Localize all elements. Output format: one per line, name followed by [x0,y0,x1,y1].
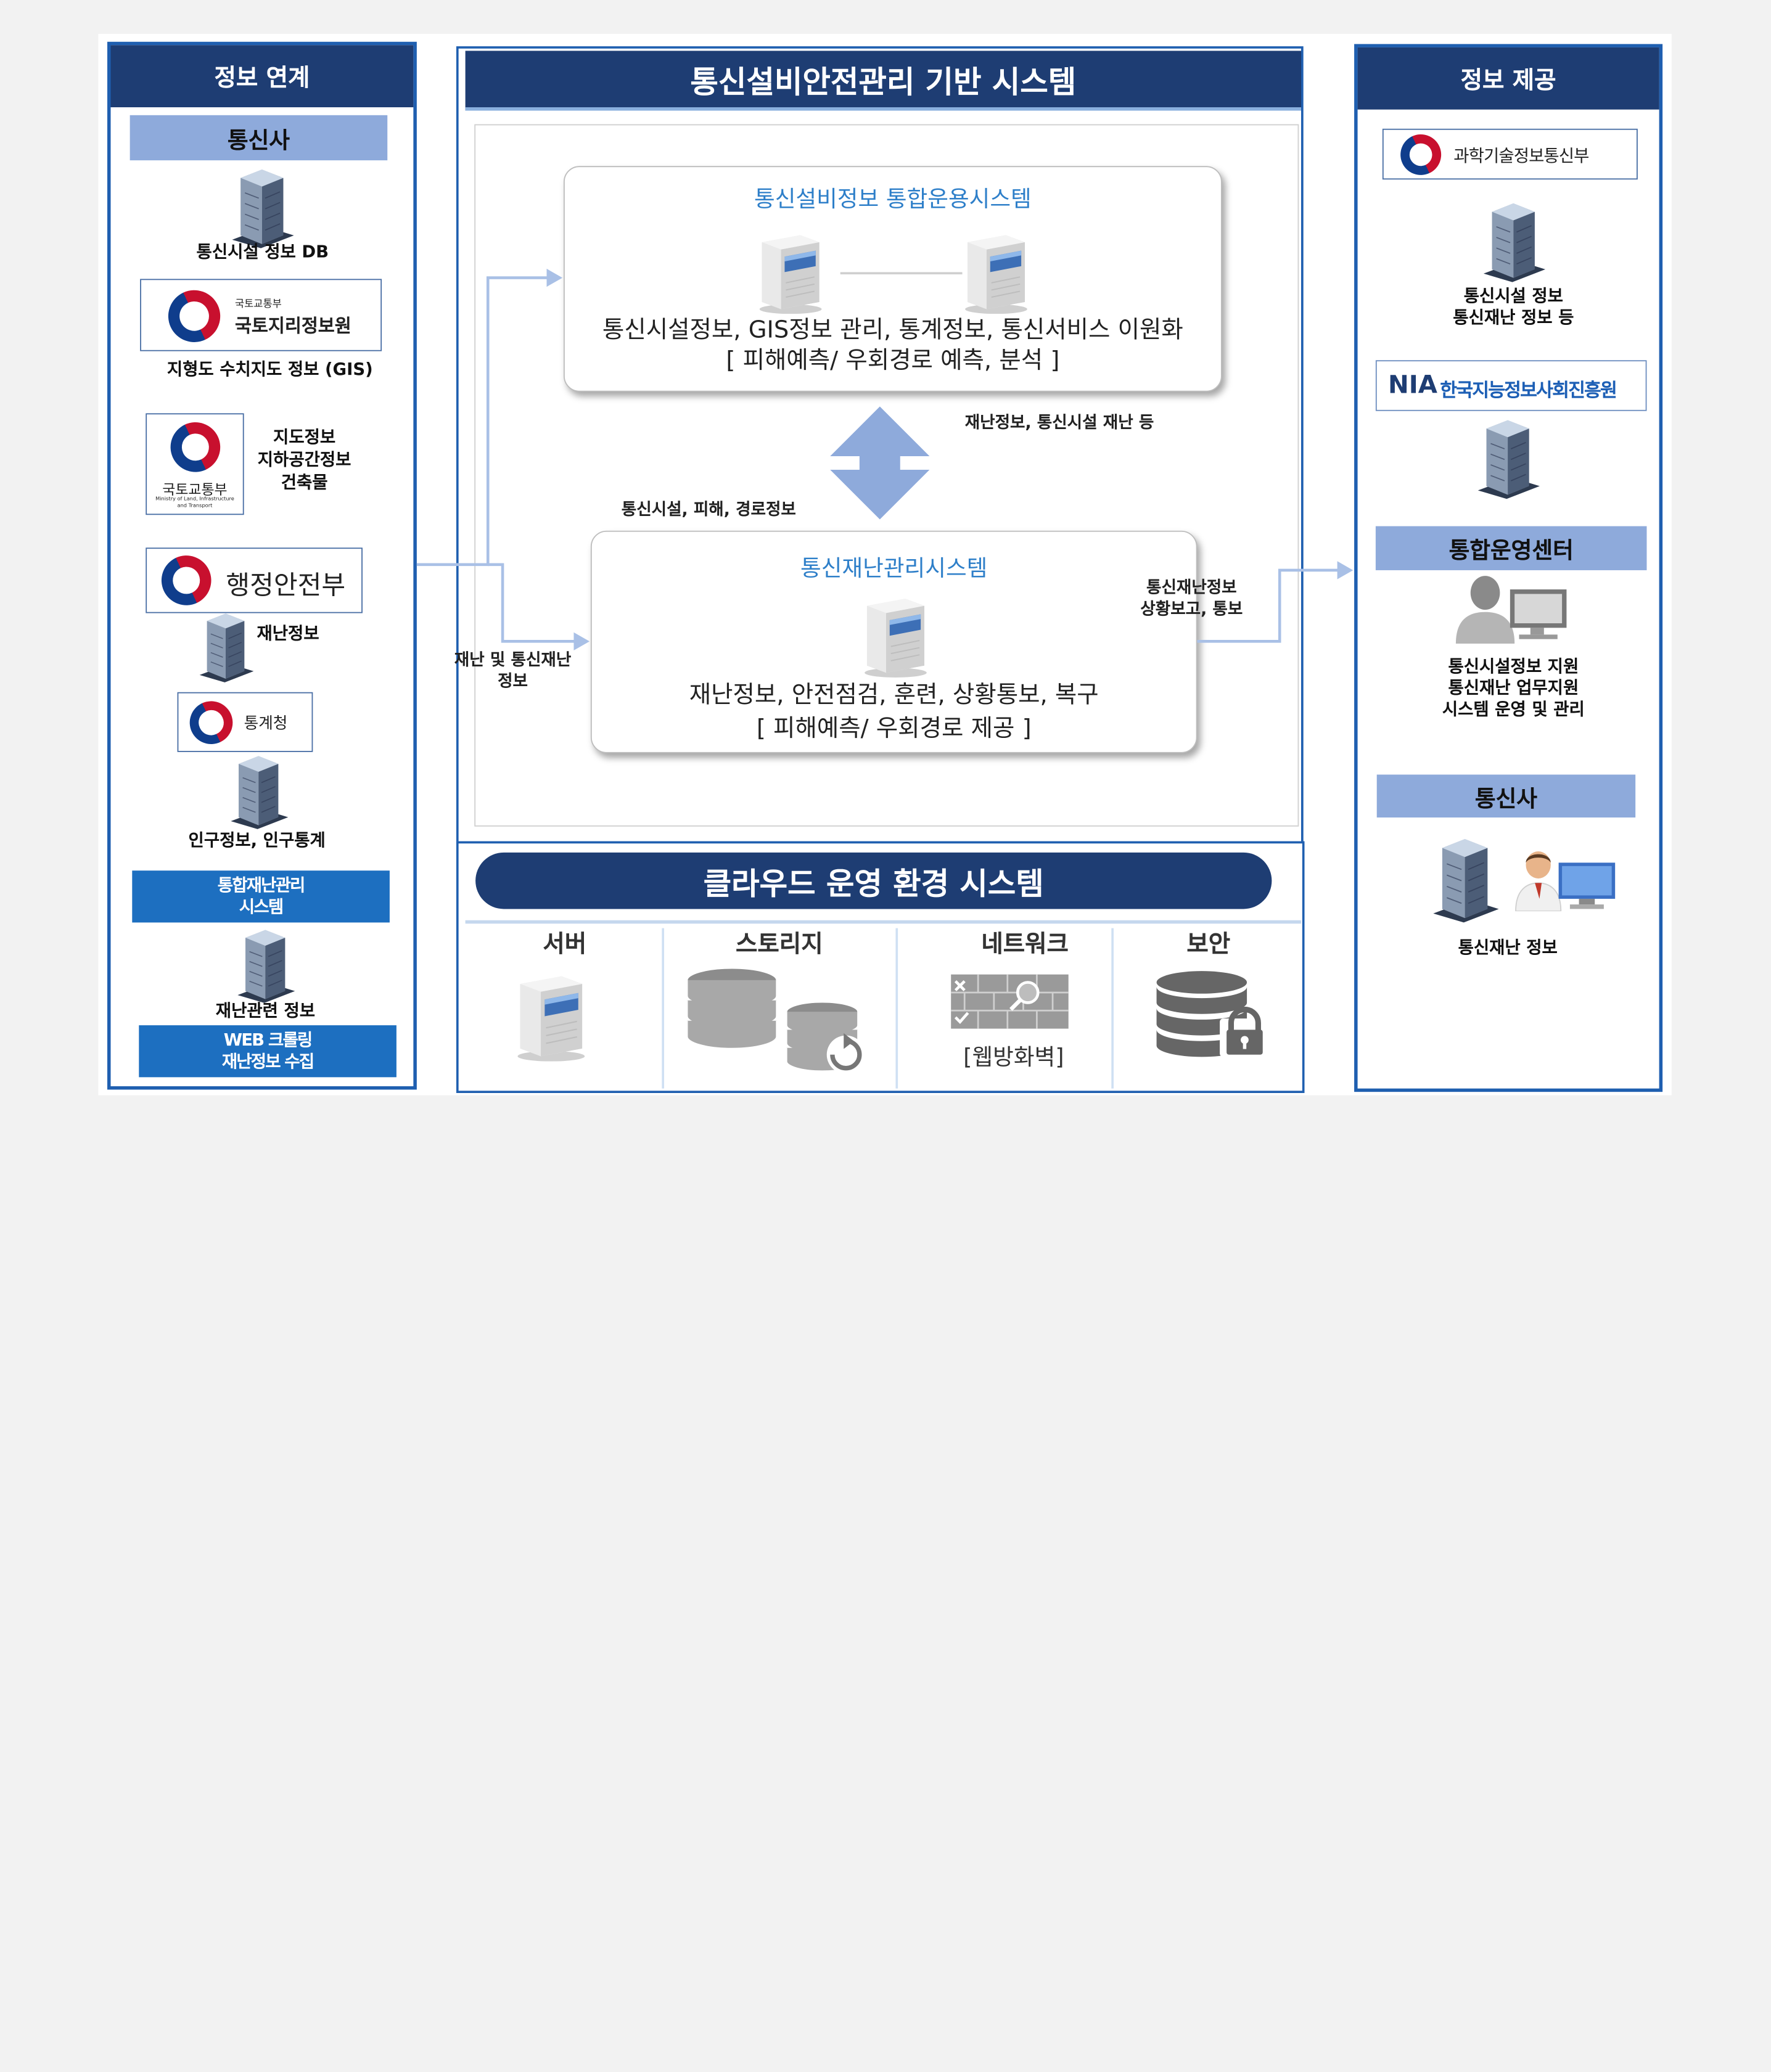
nia-abbreviation: NIA [1388,371,1437,400]
molit-name: 국토교통부 [162,481,228,498]
cloud-column-divider [1111,928,1114,1089]
network-label: 네트워크 [981,930,1069,958]
cloud-divider [465,920,1302,924]
molit-info-line: 지도정보 [273,427,336,448]
cloud-column-divider [662,928,664,1089]
building-icon [1475,199,1550,284]
kostat-name: 통계청 [244,715,288,733]
nia-name: 한국지능정보사회진흥원 [1440,379,1617,401]
secure-database-icon [1156,971,1270,1057]
ops-center-caption: 통신시설정보 지원 통신재난 업무지원 시스템 운영 및 관리 [1418,656,1609,720]
ops-system-title: 통신설비정보 통합운용시스템 [754,185,1032,213]
telecom-disaster-caption: 통신재난 정보 [1458,937,1558,958]
disaster-output-line: 상황보고, 통보 [1140,600,1243,619]
web-crawling-bar: WEB 크롤링 재난정보 수집 [139,1025,397,1078]
server-icon [508,971,594,1062]
disaster-system-line: 통합재난관리 [217,875,306,896]
server-link-line [840,272,963,275]
msit-name: 과학기술정보통신부 [1453,145,1589,166]
cloud-title: 클라우드 운영 환경 시스템 [475,852,1272,909]
ops-system-subtext: [ 피해예측/ 우회경로 예측, 분석 ] [726,346,1060,374]
disaster-system-line: 시스템 [239,896,284,917]
web-firewall-label: [웹방화벽] [963,1043,1064,1071]
disaster-info-note: 재난정보, 통신시설 재난 등 [964,414,1154,433]
user-computer-icon [1515,851,1616,912]
cloud-column-divider [895,928,898,1089]
kostat-caption: 인구정보, 인구통계 [188,830,326,851]
ops-system-description: 통신시설정보, GIS정보 관리, 통계정보, 통신서비스 이원화 [602,316,1183,343]
security-label: 보안 [1186,930,1231,958]
disaster-management-subtext: [ 피해예측/ 우회경로 제공 ] [756,715,1032,742]
disaster-system-bar: 통합재난관리 시스템 [132,870,390,923]
disaster-input-line: 정보 [498,673,528,691]
info-provide-header: 정보 제공 [1357,47,1659,110]
facility-damage-route-note: 통신시설, 피해, 경로정보 [621,501,796,520]
disaster-related-caption: 재난관련 정보 [215,1000,316,1021]
ops-system-box: 통신설비정보 통합운용시스템 통신시설정보, GIS정보 관리, 통계정보, 통… [563,166,1222,392]
integrated-ops-center-bar: 통합운영센터 [1375,526,1647,570]
msit-caption-line: 통신재난 정보 등 [1453,307,1574,328]
bidirectional-arrow-icon [830,406,930,520]
disaster-management-description: 재난정보, 안전점검, 훈련, 상황통보, 복구 [689,681,1099,708]
connector-arrows [416,268,1354,651]
info-link-header: 정보 연계 [110,45,414,108]
kostat-logo: 통계청 [177,692,313,752]
disaster-input-line: 재난 및 통신재난 [454,651,572,670]
mois-caption: 재난정보 [257,623,319,644]
telecom-bar-right: 통신사 [1376,774,1636,818]
telecom-bar: 통신사 [129,115,388,161]
storage-label: 스토리지 [736,930,823,958]
web-crawling-line: WEB 크롤링 [223,1030,313,1050]
ops-center-line: 통신재난 업무지원 [1448,677,1579,698]
ngii-logo: 국토교통부 국토지리정보원 [140,279,382,351]
operator-workstation-icon [1455,576,1567,644]
mois-name: 행정안전부 [226,571,346,601]
government-emblem-icon [1394,128,1448,182]
molit-info-line: 지하공간정보 [257,449,351,470]
disaster-management-box: 통신재난관리시스템 재난정보, 안전점검, 훈련, 상황통보, 복구 [ 피해예… [590,530,1198,753]
ops-center-line: 통신시설정보 지원 [1448,656,1579,677]
msit-logo: 과학기술정보통신부 [1382,128,1638,182]
storage-icon [685,966,866,1074]
ngii-small-label: 국토교통부 [234,299,282,311]
server-label: 서버 [543,930,587,958]
ops-center-line: 시스템 운영 및 관리 [1442,698,1585,719]
molit-info-line: 건축물 [281,472,328,493]
molit-logo: 국토교통부 Ministry of Land, Infrastructure a… [146,413,244,515]
disaster-output-line: 통신재난정보 [1146,579,1237,597]
ngii-name: 국토지리정보원 [234,315,351,337]
ngii-caption: 지형도 수치지도 정보 (GIS) [166,359,373,380]
center-header: 통신설비안전관리 기반 시스템 [465,51,1302,111]
msit-caption: 통신시설 정보 통신재난 정보 등 [1434,285,1592,329]
msit-caption-line: 통신시설 정보 [1463,285,1563,306]
molit-english: Ministry of Land, Infrastructure and Tra… [155,496,234,509]
mois-logo: 행정안전부 [146,547,363,613]
telecom-db-caption: 통신시설 정보 DB [196,241,329,262]
web-firewall-icon [951,974,1069,1029]
nia-logo: NIA 한국지능정보사회진흥원 [1375,360,1647,411]
web-crawling-line: 재난정보 수집 [221,1051,314,1072]
disaster-management-title: 통신재난관리시스템 [800,554,988,582]
building-icon [1469,416,1544,501]
building-icon [1423,835,1505,925]
disaster-output-note: 통신재난정보 상황보고, 통보 [1130,578,1254,621]
disaster-input-note: 재난 및 통신재난 정보 [444,650,581,694]
